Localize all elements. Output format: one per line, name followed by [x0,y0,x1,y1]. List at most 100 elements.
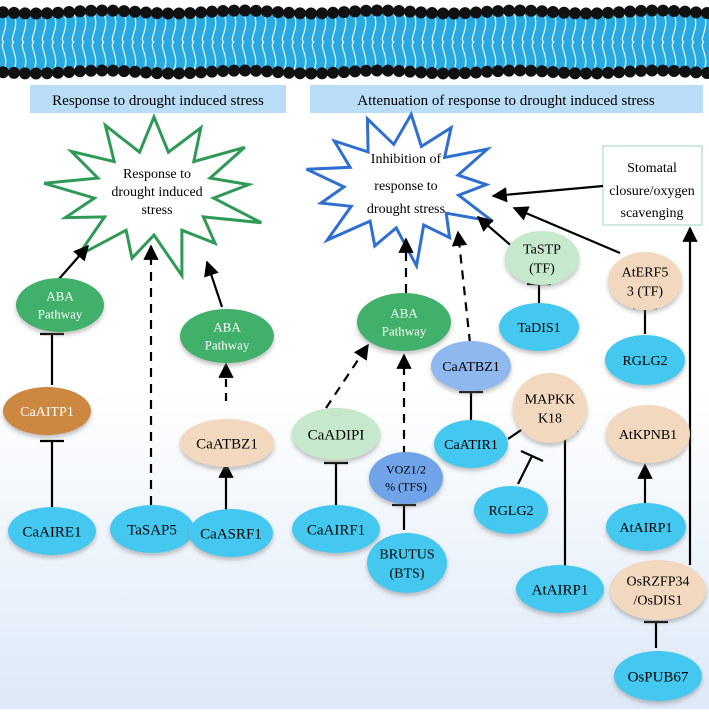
banner-left [30,85,286,113]
stomatal-line-2: closure/oxygen [609,184,695,199]
lipid-head [184,67,196,80]
lipid-head [547,6,559,19]
lipid-head [96,4,108,17]
node-aterf-label: 3 (TF) [627,284,664,299]
node-rglg2-mid-shape [474,486,548,534]
burst-right-line-3: drought stress [367,202,445,217]
lipid-head [305,7,317,20]
lipid-head [679,65,691,78]
lipid-head [239,4,251,17]
node-caadipi-shape [292,408,380,460]
node-caaitp1-shape [3,387,91,435]
node-caadipi-label: CaADIPI [308,427,365,443]
node-aba1: ABA Pathway [16,278,104,332]
node-caatir1-label: CaATIR1 [444,438,498,453]
lipid-head [437,67,449,80]
banner-right-label: Attenuation of response to drought induc… [357,93,655,109]
node-tastp-label: (TF) [529,261,555,276]
arrow-aba1-to-response [58,244,90,280]
lipid-head [382,4,394,17]
lipid-head [415,6,427,19]
lipid-head [74,65,86,78]
node-aba1-label: Pathway [38,307,83,322]
lipid-head [206,65,218,78]
lipid-head [52,6,64,19]
lipid-head [239,64,251,77]
node-aba3-shape [357,293,451,351]
lipid-head [41,7,53,20]
lipid-head [481,65,493,78]
node-aba2-label: ABA [213,320,241,335]
lipid-head [459,67,471,80]
lipid-bilayer-membrane [0,4,709,80]
node-osrzfp-label: /OsDIS1 [633,593,682,608]
lipid-head [459,7,471,20]
node-atairp1-mid-shape [516,565,604,613]
node-caaitp1-label: CaAITP1 [20,405,74,420]
lipid-head [162,7,174,20]
lipid-head [195,66,207,79]
lipid-head [382,64,394,77]
membrane-band [0,12,709,72]
lipid-head [668,64,680,77]
lipid-head [173,7,185,20]
arrow-aterf-to-inhibition [512,206,621,255]
lipid-head [217,65,229,78]
node-aterf-shape [608,252,682,310]
node-osrzfp-label: OsRZFP34 [626,574,689,589]
lipid-head [657,64,669,77]
node-osrzfp: OsRZFP34/OsDIS1 [610,560,706,620]
banner-left-label: Response to drought induced stress [52,93,264,109]
node-tastp-shape [505,231,579,285]
lipid-head [96,64,108,77]
lipid-head [173,67,185,80]
dashed-caatbz1-to-inhibition [451,230,472,344]
node-voz-shape [369,452,443,504]
node-rglg2-right-shape [605,335,685,385]
node-tastp-label: TaSTP [523,242,561,257]
lipid-head [536,5,548,18]
lipid-head [19,7,31,20]
node-aba1-label: ABA [46,289,74,304]
stomatal-closure-box [602,145,703,226]
node-atairp1-right-shape [606,503,686,551]
node-aba2-shape [180,309,274,363]
lipid-head [0,6,9,19]
node-aba2: ABA Pathway [180,309,274,363]
lipid-head [547,66,559,79]
dashed-caadipi-to-aba3 [325,343,369,409]
lipid-head [195,6,207,19]
lipid-head [250,4,262,17]
lipid-head [151,67,163,80]
lipid-head [690,6,702,19]
node-tasap5: TaSAP5 [110,505,194,553]
lipid-head [151,7,163,20]
node-voz-label: % (TFS) [385,480,427,494]
node-brutus-label: (BTS) [390,566,425,581]
node-caasrf1-shape [189,509,273,557]
stomatal-line-1: Stomatal [627,161,677,176]
lipid-head [283,66,295,79]
burst-right-line-2: response to [374,179,437,194]
lipid-head [525,64,537,77]
node-tadis1-label: TaDIS1 [517,321,560,336]
node-atkpnb1-shape [606,405,690,463]
lipid-head [283,6,295,19]
node-aba2-label: Pathway [205,338,250,353]
lipid-head [261,65,273,78]
lipid-head [679,5,691,18]
lipid-head [591,67,603,80]
node-atairp1-mid: AtAIRP1 [516,565,604,613]
burst-left-line-2: drought induced [111,185,202,200]
lipid-head [118,5,130,18]
node-caatbz1-left-shape [180,419,274,467]
lipid-head [657,4,669,17]
node-rglg2-mid-label: RGLG2 [488,504,533,519]
lipid-head [371,4,383,17]
node-brutus: BRUTUS(BTS) [367,533,447,593]
